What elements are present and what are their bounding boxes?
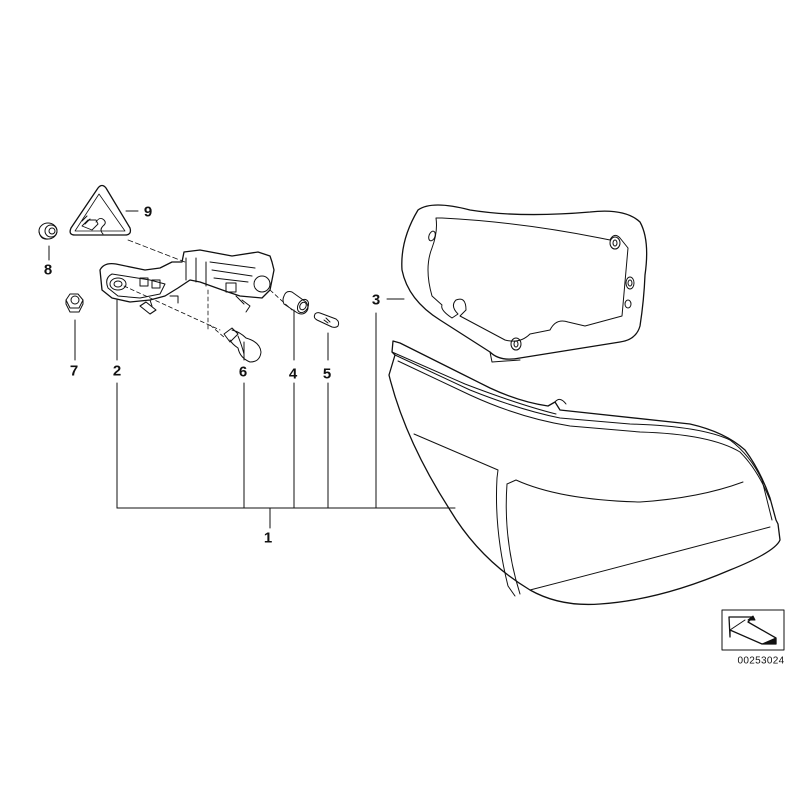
callout-4[interactable]: 4 <box>288 365 298 383</box>
bulb-socket-part <box>282 291 310 315</box>
callout-8[interactable]: 8 <box>43 261 53 279</box>
callout-9[interactable]: 9 <box>143 203 153 221</box>
diagram-reference-number: 00253024 <box>737 655 785 667</box>
callout-5[interactable]: 5 <box>322 365 332 383</box>
tail-light-housing-part <box>388 340 781 606</box>
callout-6[interactable]: 6 <box>238 363 248 381</box>
warning-label-part <box>69 184 132 236</box>
callout-3[interactable]: 3 <box>371 291 381 309</box>
callout-1[interactable]: 1 <box>263 529 273 547</box>
gasket-part <box>401 204 648 363</box>
bulb-part <box>223 327 262 363</box>
callout-2[interactable]: 2 <box>112 362 122 380</box>
grommet-part <box>38 222 58 240</box>
bulb-holder-part <box>99 239 293 339</box>
leader-lines <box>48 210 456 529</box>
arrow-direction-icon <box>728 616 777 645</box>
callout-7[interactable]: 7 <box>69 362 79 380</box>
orientation-icon-box <box>721 609 785 651</box>
hex-nut-part <box>65 293 84 313</box>
wedge-bulb-part <box>313 312 340 328</box>
